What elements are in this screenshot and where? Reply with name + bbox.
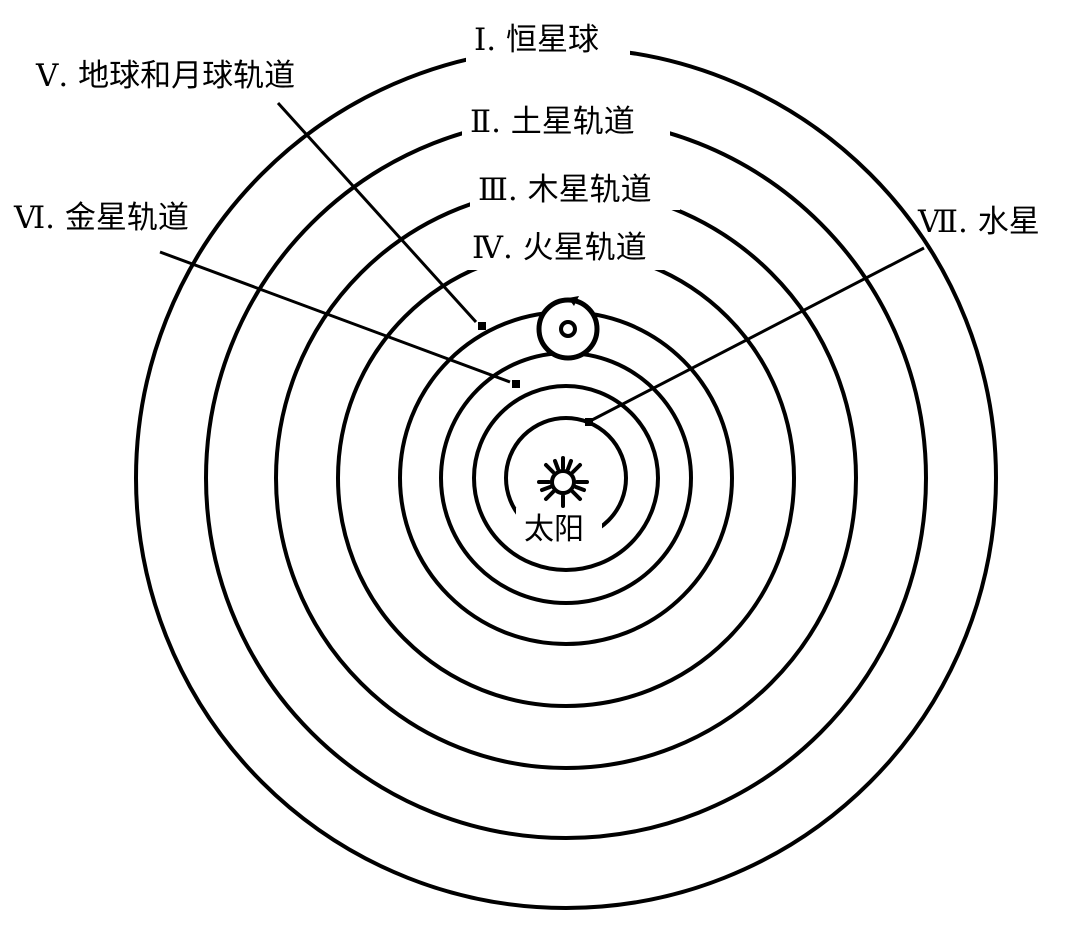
- gap-fixed-stars: [466, 18, 630, 62]
- label-sun: 太阳: [524, 512, 584, 547]
- earth-orbit-marker: [478, 322, 486, 330]
- gap-jupiter: [470, 168, 680, 210]
- sun-group: [537, 456, 589, 508]
- venus-orbit-leader-line: [159, 250, 511, 384]
- mercury-leader-line: [591, 246, 925, 422]
- label-sphere-of-fixed-stars: Ⅰ. 恒星球: [474, 22, 599, 58]
- label-saturn-orbit: Ⅱ. 土星轨道: [470, 104, 635, 140]
- gap-mars: [464, 224, 674, 270]
- sun-disc: [550, 469, 576, 495]
- label-mercury: Ⅶ. 水星: [917, 204, 1040, 240]
- label-jupiter-orbit: Ⅲ. 木星轨道: [478, 172, 652, 208]
- moon-direction-arrow-icon: [568, 296, 579, 306]
- moon-orbit-circle: [536, 297, 600, 361]
- label-mars-orbit: Ⅳ. 火星轨道: [472, 230, 647, 266]
- label-gaps: [462, 18, 680, 548]
- leader-markers: [478, 322, 593, 426]
- venus-orbit-marker: [512, 380, 520, 388]
- leader-lines: [159, 101, 925, 422]
- mercury-marker: [585, 418, 593, 426]
- gap-saturn: [462, 100, 670, 144]
- sun-rays-icon: [537, 456, 589, 508]
- mercury-orbit-ring: [472, 384, 660, 572]
- earth-circle: [559, 320, 577, 338]
- earth-orbit-leader-line: [276, 101, 478, 324]
- earth-moon-system: [536, 296, 600, 361]
- gap-sun: [516, 508, 602, 548]
- label-venus-orbit: Ⅵ. 金星轨道: [13, 200, 189, 236]
- label-earth-moon-orbit: Ⅴ. 地球和月球轨道: [35, 58, 295, 94]
